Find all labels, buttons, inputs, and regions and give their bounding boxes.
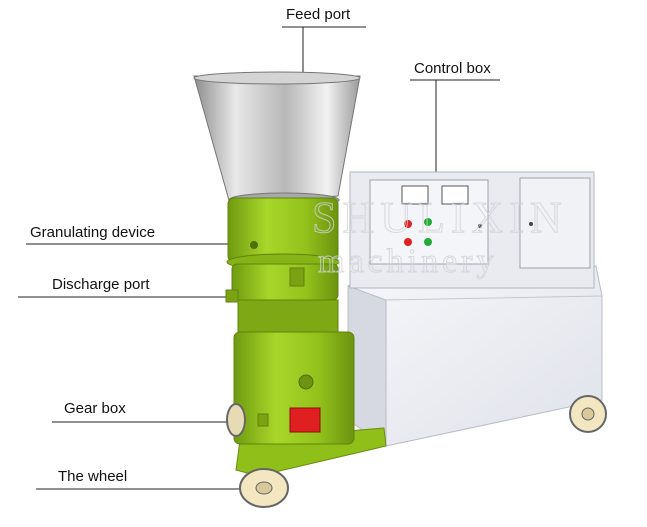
- motor-cabinet: [347, 265, 603, 447]
- control-box: [349, 171, 595, 289]
- ammeter-gauge: [401, 185, 429, 205]
- wheels: [226, 395, 607, 508]
- watermark-brand: SHULIXIN: [312, 193, 568, 242]
- feed-hopper: [193, 71, 361, 208]
- voltmeter-gauge: [441, 185, 469, 205]
- gear-box-body: [233, 299, 355, 445]
- green-indicator-2: [424, 238, 432, 246]
- rear-left-wheel: [226, 403, 246, 437]
- red-start-button-1: [404, 220, 412, 228]
- wheel-label: The wheel: [58, 468, 128, 485]
- gear-box-warning-plate: [289, 407, 321, 433]
- green-indicator-1: [424, 218, 432, 226]
- gear-box-label: Gear box: [64, 400, 126, 417]
- leader-lines: [18, 26, 500, 490]
- control-box-label: Control box: [414, 60, 491, 77]
- granulating-device-label: Granulating device: [30, 224, 156, 241]
- discharge-port-label: Discharge port: [52, 276, 150, 293]
- red-start-button-2: [404, 238, 412, 246]
- feed-port-label: Feed port: [286, 6, 351, 23]
- watermark-subtitle: machinery: [318, 243, 498, 280]
- brand-watermark: SHULIXIN machinery: [312, 193, 568, 281]
- granulating-device-body: [225, 197, 340, 303]
